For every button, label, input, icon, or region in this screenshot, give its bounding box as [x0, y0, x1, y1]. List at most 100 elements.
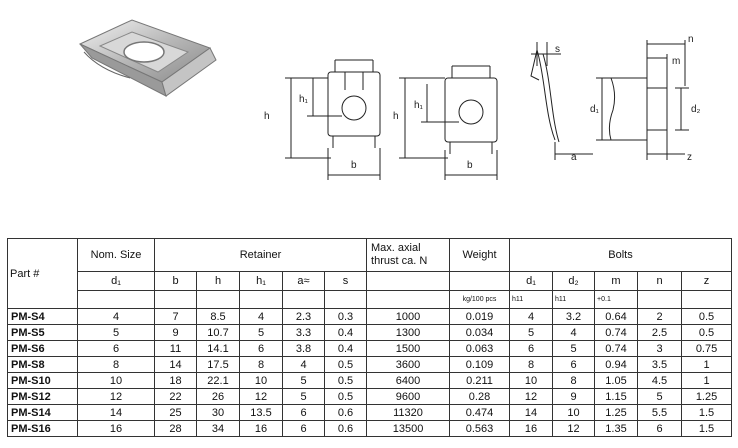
- cell-n: 3: [637, 340, 683, 357]
- label-d2: d₂: [691, 104, 701, 115]
- cell-a: 3.3: [282, 324, 325, 341]
- cell-b: 7: [154, 308, 197, 325]
- cell-n: 5.5: [637, 404, 683, 421]
- cell-part: PM-S14: [7, 404, 78, 421]
- cell-h: 22.1: [196, 372, 240, 389]
- sub-bd1: d₁: [509, 271, 554, 291]
- cell-d1: 14: [77, 404, 155, 421]
- cell-a: 4: [282, 356, 325, 373]
- cell-b: 14: [154, 356, 197, 373]
- side-view: s a: [530, 42, 593, 163]
- cell-bd2: 12: [552, 420, 596, 437]
- cell-d1: 16: [77, 420, 155, 437]
- cell-d1: 5: [77, 324, 155, 341]
- cell-bd2: 4: [552, 324, 596, 341]
- cell-s: 0.4: [323, 340, 368, 357]
- cell-weight: 0.474: [449, 404, 511, 421]
- label-n: n: [688, 34, 694, 45]
- cell-s: 0.4: [323, 324, 368, 341]
- label-b-2: b: [467, 160, 473, 171]
- cell-h: 34: [196, 420, 240, 437]
- cell-a: 6: [282, 404, 325, 421]
- sub-d1: d₁: [77, 271, 155, 291]
- sub-h: h: [196, 271, 240, 291]
- header-nom-size: Nom. Size: [77, 238, 155, 272]
- cell-bd1: 6: [509, 340, 554, 357]
- cell-s: 0.6: [323, 404, 368, 421]
- cell-weight: 0.28: [449, 388, 511, 405]
- cell-n: 2.5: [637, 324, 683, 341]
- cell-n: 3.5: [637, 356, 683, 373]
- cell-thrust: 9600: [366, 388, 451, 405]
- cell-bd2: 9: [552, 388, 596, 405]
- cell-bd1: 8: [509, 356, 554, 373]
- cell-m: 1.25: [594, 404, 639, 421]
- cell-a: 2.3: [282, 308, 325, 325]
- cell-z: 1.5: [681, 420, 733, 437]
- cell-d1: 6: [77, 340, 155, 357]
- cell-h1: 8: [239, 356, 283, 373]
- cell-thrust: 3600: [366, 356, 451, 373]
- cell-thrust: 1300: [366, 324, 451, 341]
- cell-b: 25: [154, 404, 197, 421]
- cell-d1: 4: [77, 308, 155, 325]
- header-weight: Weight: [449, 238, 511, 272]
- sub-m: m: [594, 271, 639, 291]
- cell-bd2: 5: [552, 340, 596, 357]
- cell-z: 1: [681, 372, 733, 389]
- label-b: b: [351, 160, 357, 171]
- cell-part: PM-S16: [7, 420, 78, 437]
- cell-m: 1.05: [594, 372, 639, 389]
- cell-n: 6: [637, 420, 683, 437]
- cell-n: 4.5: [637, 372, 683, 389]
- sub-thrust-empty: [366, 271, 451, 291]
- cell-bd2: 8: [552, 372, 596, 389]
- sub-z: z: [681, 271, 733, 291]
- cell-part: PM-S6: [7, 340, 78, 357]
- cell-a: 5: [282, 388, 325, 405]
- cell-h: 17.5: [196, 356, 240, 373]
- cell-b: 9: [154, 324, 197, 341]
- sub-n: n: [637, 271, 683, 291]
- sub-a: a≈: [282, 271, 325, 291]
- unit-weight: kg/100 pcs: [449, 290, 511, 309]
- sub-b: b: [154, 271, 197, 291]
- cell-d1: 10: [77, 372, 155, 389]
- cell-bd1: 10: [509, 372, 554, 389]
- cell-part: PM-S12: [7, 388, 78, 405]
- cell-bd1: 14: [509, 404, 554, 421]
- cell-weight: 0.019: [449, 308, 511, 325]
- header-bolts: Bolts: [509, 238, 733, 272]
- cell-h1: 16: [239, 420, 283, 437]
- cell-m: 0.94: [594, 356, 639, 373]
- label-h: h: [264, 111, 270, 122]
- sub-s: s: [323, 271, 368, 291]
- cell-weight: 0.063: [449, 340, 511, 357]
- cell-z: 0.5: [681, 324, 733, 341]
- header-retainer: Retainer: [153, 238, 368, 272]
- cell-m: 0.74: [594, 324, 639, 341]
- cell-h1: 6: [239, 340, 283, 357]
- cell-m: 0.74: [594, 340, 639, 357]
- label-h1-2: h₁: [414, 100, 424, 111]
- label-s: s: [555, 44, 560, 55]
- cell-weight: 0.109: [449, 356, 511, 373]
- cell-h: 30: [196, 404, 240, 421]
- cell-bd1: 4: [509, 308, 554, 325]
- cell-a: 3.8: [282, 340, 325, 357]
- label-z: z: [687, 152, 692, 163]
- cell-h1: 4: [239, 308, 283, 325]
- subheader-row: d₁ b h h₁ a≈ s d₁ d₂ m n z: [8, 271, 733, 291]
- cell-d1: 12: [77, 388, 155, 405]
- front-view-1: h h₁ b: [264, 59, 381, 180]
- cell-d1: 8: [77, 356, 155, 373]
- cell-s: 0.5: [323, 388, 368, 405]
- cell-n: 2: [637, 308, 683, 325]
